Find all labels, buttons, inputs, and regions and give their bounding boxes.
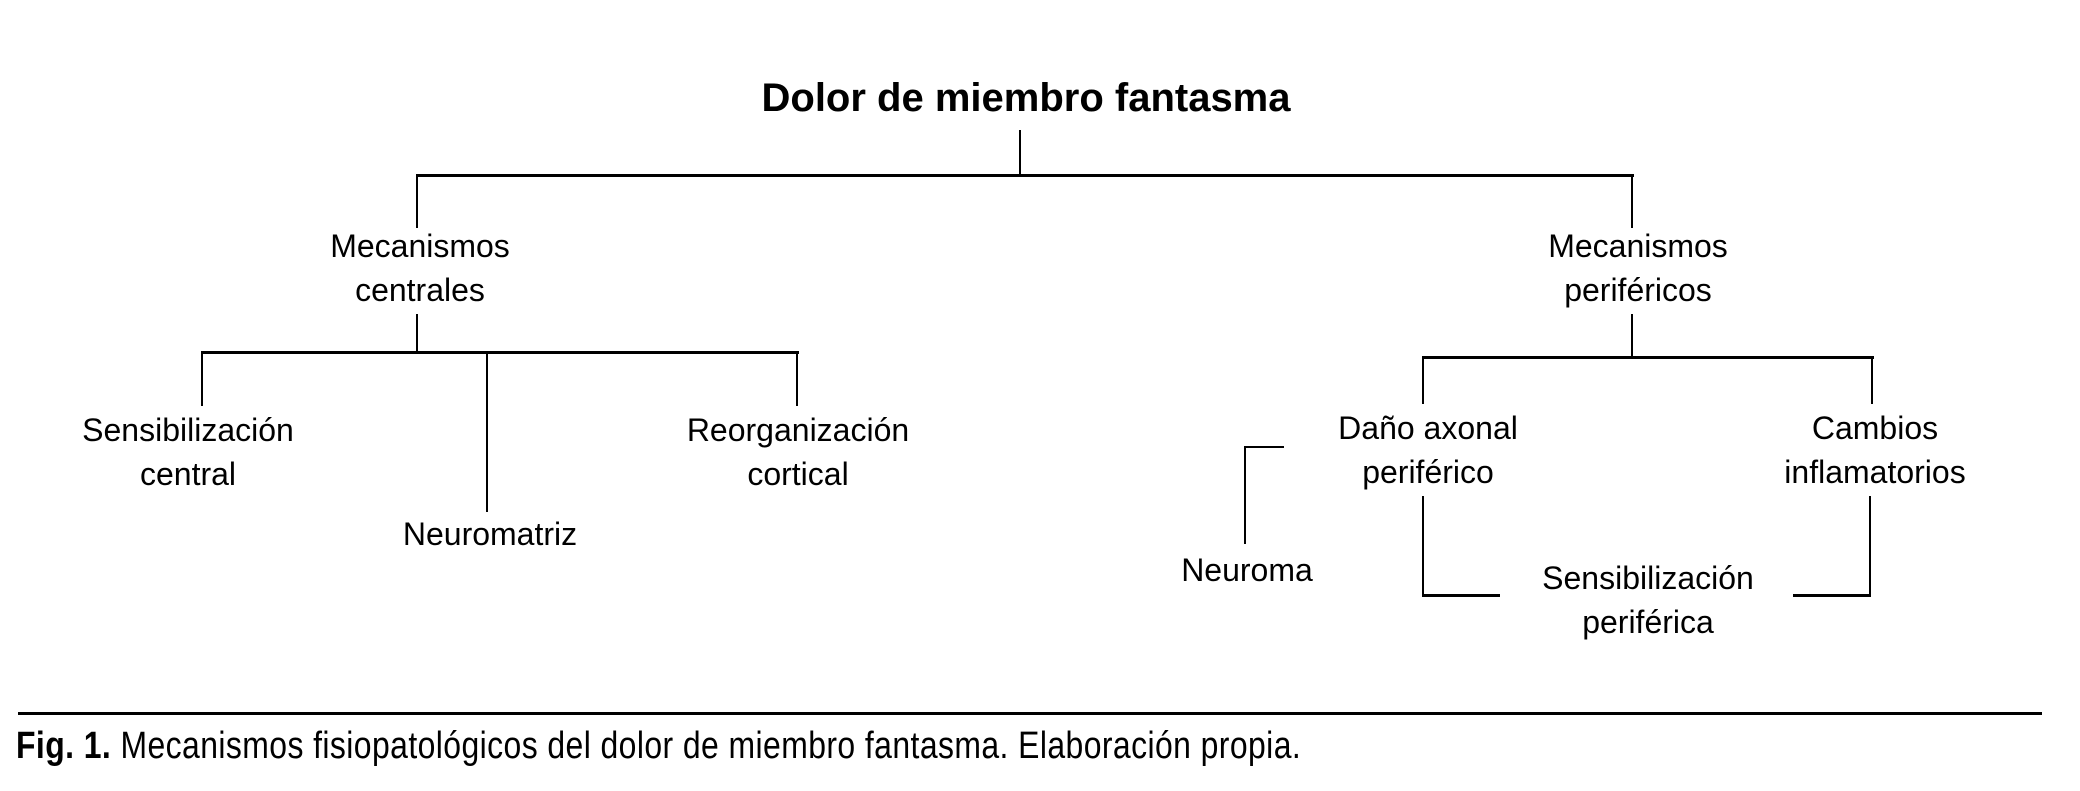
connector-left-level2-bar (201, 351, 799, 354)
connector-root-vertical (1019, 130, 1021, 176)
node-label-line: Mecanismos (1548, 228, 1728, 264)
connector-central-drop (416, 174, 418, 228)
node-label-line: central (139, 456, 237, 492)
connector-level1-bar (416, 174, 1634, 177)
connector-cambios-to-sensperif-vertical (1869, 496, 1871, 597)
caption-divider-rule (18, 712, 2042, 715)
node-mecanismos-perifericos: Mecanismos periféricos (1548, 224, 1728, 312)
connector-cambios-drop (1871, 356, 1873, 404)
node-neuromatriz: Neuromatriz (403, 512, 577, 556)
node-neuroma: Neuroma (1181, 548, 1313, 592)
connector-neuromatriz-drop (486, 351, 488, 512)
root-node-title: Dolor de miembro fantasma (761, 76, 1291, 120)
node-label-line: Neuromatriz (402, 516, 578, 552)
connector-peripheral-down (1631, 314, 1633, 359)
node-reorganizacion-cortical: Reorganización cortical (687, 408, 909, 496)
node-label-line: Neuroma (1181, 552, 1313, 588)
node-sensibilizacion-central: Sensibilización central (82, 408, 294, 496)
connector-central-down (416, 314, 418, 354)
figure-caption-label: Fig. 1. (16, 725, 112, 767)
connector-sens-central-drop (201, 351, 203, 406)
node-label-line: periférica (1582, 604, 1714, 640)
connector-neuroma-horizontal (1244, 446, 1284, 448)
connector-dano-to-sensperif-vertical (1422, 496, 1424, 597)
node-label-line: Reorganización (686, 412, 910, 448)
connector-neuroma-vertical (1244, 446, 1246, 544)
connector-dano-drop (1422, 356, 1424, 404)
node-label-line: centrales (355, 272, 485, 308)
node-label-line: periférico (1362, 454, 1494, 490)
node-label-line: Sensibilización (82, 412, 294, 448)
node-label-line: cortical (747, 456, 849, 492)
node-mecanismos-centrales: Mecanismos centrales (330, 224, 510, 312)
node-dano-axonal-periferico: Daño axonal periférico (1338, 406, 1518, 494)
node-label-line: Sensibilización (1542, 560, 1754, 596)
node-cambios-inflamatorios: Cambios inflamatorios (1784, 406, 1965, 494)
node-sensibilizacion-periferica: Sensibilización periférica (1542, 556, 1754, 644)
node-label-line: Daño axonal (1338, 410, 1518, 446)
connector-cambios-to-sensperif-horizontal (1793, 594, 1871, 597)
connector-dano-to-sensperif-horizontal (1422, 594, 1500, 597)
connector-reorg-drop (796, 351, 798, 406)
connector-peripheral-drop (1631, 174, 1633, 228)
node-label-line: Cambios (1811, 410, 1939, 446)
figure-caption: Fig. 1. Mecanismos fisiopatológicos del … (16, 722, 1301, 770)
figure-caption-text: Mecanismos fisiopatológicos del dolor de… (111, 725, 1302, 767)
node-label-line: inflamatorios (1784, 454, 1966, 490)
node-label-line: periféricos (1564, 272, 1712, 308)
node-label-line: Mecanismos (330, 228, 510, 264)
connector-right-level2-bar (1422, 356, 1874, 359)
